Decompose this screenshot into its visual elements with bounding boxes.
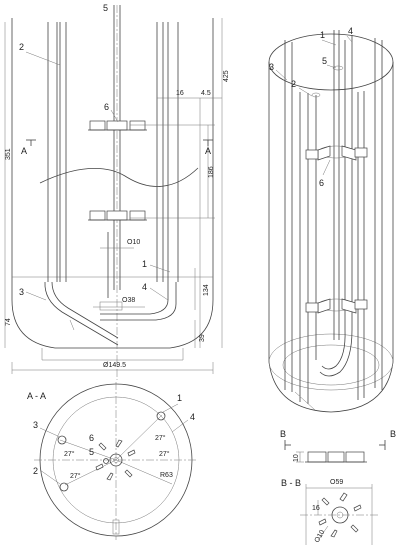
- callout-6: 6: [104, 102, 109, 112]
- sparger-tube-left: [44, 281, 119, 346]
- radius-label: R63: [160, 472, 173, 479]
- callout-5: 5: [103, 3, 108, 13]
- iso-baffles: [284, 38, 383, 404]
- break-line: [39, 167, 199, 187]
- section-a-a-impeller: [95, 439, 136, 481]
- bb-blade-right: [345, 451, 365, 463]
- aa-callout-4: 4: [190, 412, 195, 422]
- tube-2-section: [59, 482, 69, 492]
- sparger-tube-right-inner: [100, 282, 177, 321]
- iso-bottom: [268, 361, 394, 413]
- isometric-view: 1 4 3 5 2 6: [268, 26, 394, 413]
- callout-4: 4: [142, 282, 147, 292]
- iso-callout-1: 1: [320, 30, 325, 40]
- dim-425: 425: [223, 70, 230, 82]
- dim-351: 351: [5, 148, 12, 160]
- front-callout-leaders: [25, 51, 171, 301]
- iso-callout-4: 4: [348, 26, 353, 36]
- vessel-outline: [11, 18, 214, 349]
- iso-callout-6: 6: [319, 178, 324, 188]
- angle-label-left-upper: 27°: [64, 450, 75, 458]
- aa-callout-2: 2: [33, 466, 38, 476]
- iso-bottom-ring: [268, 333, 394, 391]
- angle-label-right-upper: 27°: [155, 434, 166, 442]
- dim-bb-o59: O59: [330, 479, 343, 486]
- dim-16: 16: [176, 90, 184, 97]
- angle-label-left-lower: 27°: [70, 472, 81, 480]
- aa-callout-6: 6: [89, 433, 94, 443]
- section-a-label-left: A: [21, 146, 27, 156]
- iso-top-rim: [268, 33, 394, 91]
- dim-bb-10: 10: [293, 454, 300, 462]
- dim-149-5: Ø149.5: [103, 362, 126, 369]
- iso-callout-3: 3: [269, 62, 274, 72]
- dim-o10: O10: [127, 239, 140, 246]
- callout-2: 2: [19, 42, 24, 52]
- sparger-ring: [99, 301, 123, 311]
- dim-bb-16: 16: [312, 505, 320, 512]
- sparger-tube-left-inner: [51, 281, 119, 339]
- callout-3: 3: [19, 287, 24, 297]
- iso-callout-2: 2: [291, 79, 296, 89]
- dim-134: 134: [203, 284, 210, 296]
- section-b-b: B B 10 B - B O59 16 O10: [280, 429, 396, 545]
- section-a-a: A - A 3 2 1 4: [27, 382, 198, 540]
- upper-impeller: [88, 120, 147, 131]
- dim-4-5: 4.5: [201, 90, 211, 97]
- baffles: [47, 22, 179, 282]
- dim-o38: O38: [122, 297, 135, 304]
- section-a-label-right: A: [205, 146, 211, 156]
- section-b-b-title: B - B: [281, 478, 301, 488]
- tube-5-section: [103, 458, 109, 464]
- aa-callout-5: 5: [89, 447, 94, 457]
- iso-sparger: [319, 329, 353, 377]
- dim-74: 74: [5, 318, 12, 326]
- impeller-shaft: [113, 5, 121, 380]
- outlet-line: [41, 348, 184, 361]
- front-dimension-lines: [4, 18, 223, 374]
- tube-1-section: [156, 411, 166, 421]
- angle-label-right-lower: 27°: [159, 450, 170, 458]
- section-b-mark-left: B: [280, 429, 286, 439]
- dim-39: 39: [199, 334, 206, 342]
- iso-lower-impeller: [305, 298, 368, 314]
- section-b-mark-right: B: [390, 429, 396, 439]
- iso-callout-5: 5: [322, 56, 327, 66]
- dim-186: 186: [208, 166, 215, 178]
- bb-impeller-top: [318, 492, 362, 538]
- lower-impeller: [88, 210, 147, 221]
- tube-3-section: [57, 435, 67, 445]
- aa-callout-1: 1: [177, 393, 182, 403]
- front-view: A A 5 2 6 1 4 3 425 351 16 4.5 186 134 7…: [4, 3, 230, 380]
- sparger-tube-right: [100, 282, 169, 315]
- aa-callout-3: 3: [33, 420, 38, 430]
- section-a-a-title: A - A: [27, 391, 46, 401]
- iso-upper-impeller: [305, 145, 368, 161]
- callout-1: 1: [142, 259, 147, 269]
- bb-blade-left: [307, 451, 327, 463]
